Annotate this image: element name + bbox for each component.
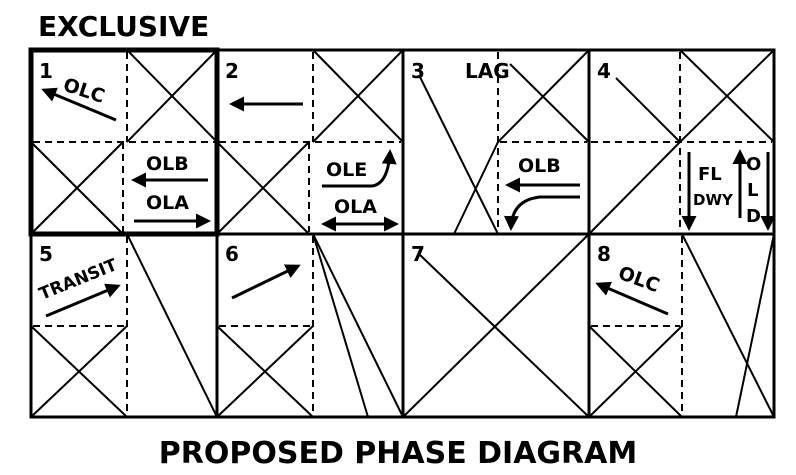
diagram-footer: PROPOSED PHASE DIAGRAM (159, 436, 637, 471)
phase-3-number: 3 (411, 59, 425, 83)
phase-4-label-o: O (746, 154, 761, 175)
phase-8-label-olc: OLC (615, 262, 662, 297)
phase-3-label-olb: OLB (518, 155, 561, 177)
phase-7-number: 7 (411, 242, 425, 266)
phase-3-cell (418, 49, 590, 235)
phase-4-label-dwy: DWY (693, 191, 734, 209)
phase-1-label-olc: OLC (60, 74, 107, 108)
diagram-header: EXCLUSIVE (38, 10, 209, 43)
phase-2-number: 2 (225, 59, 239, 83)
phase-8-number: 8 (597, 242, 611, 266)
phase-1-number: 1 (39, 59, 53, 83)
phase-4-label-d: D (746, 206, 761, 227)
phase-7-cell (402, 233, 590, 418)
phase-1-cell (30, 49, 218, 235)
phase-3-label-lag: LAG (465, 59, 510, 83)
phase-1-label-ola: OLA (146, 192, 189, 214)
phase-2-label-ole: OLE (326, 159, 367, 181)
phase-4-label-fl: FL (698, 164, 722, 185)
phase-4-label-l: L (747, 180, 758, 201)
phase-8-cell (588, 233, 775, 418)
phase-4-number: 4 (597, 59, 611, 83)
phase-6-cell (216, 233, 404, 418)
phase-5-cell (30, 233, 218, 418)
phase-6-number: 6 (225, 242, 239, 266)
phase-4-cell (588, 49, 776, 235)
phase-2-label-ola: OLA (334, 196, 377, 218)
phase-5-number: 5 (39, 242, 53, 266)
phase-2-cell (216, 49, 404, 235)
phase-1-label-olb: OLB (146, 153, 189, 175)
